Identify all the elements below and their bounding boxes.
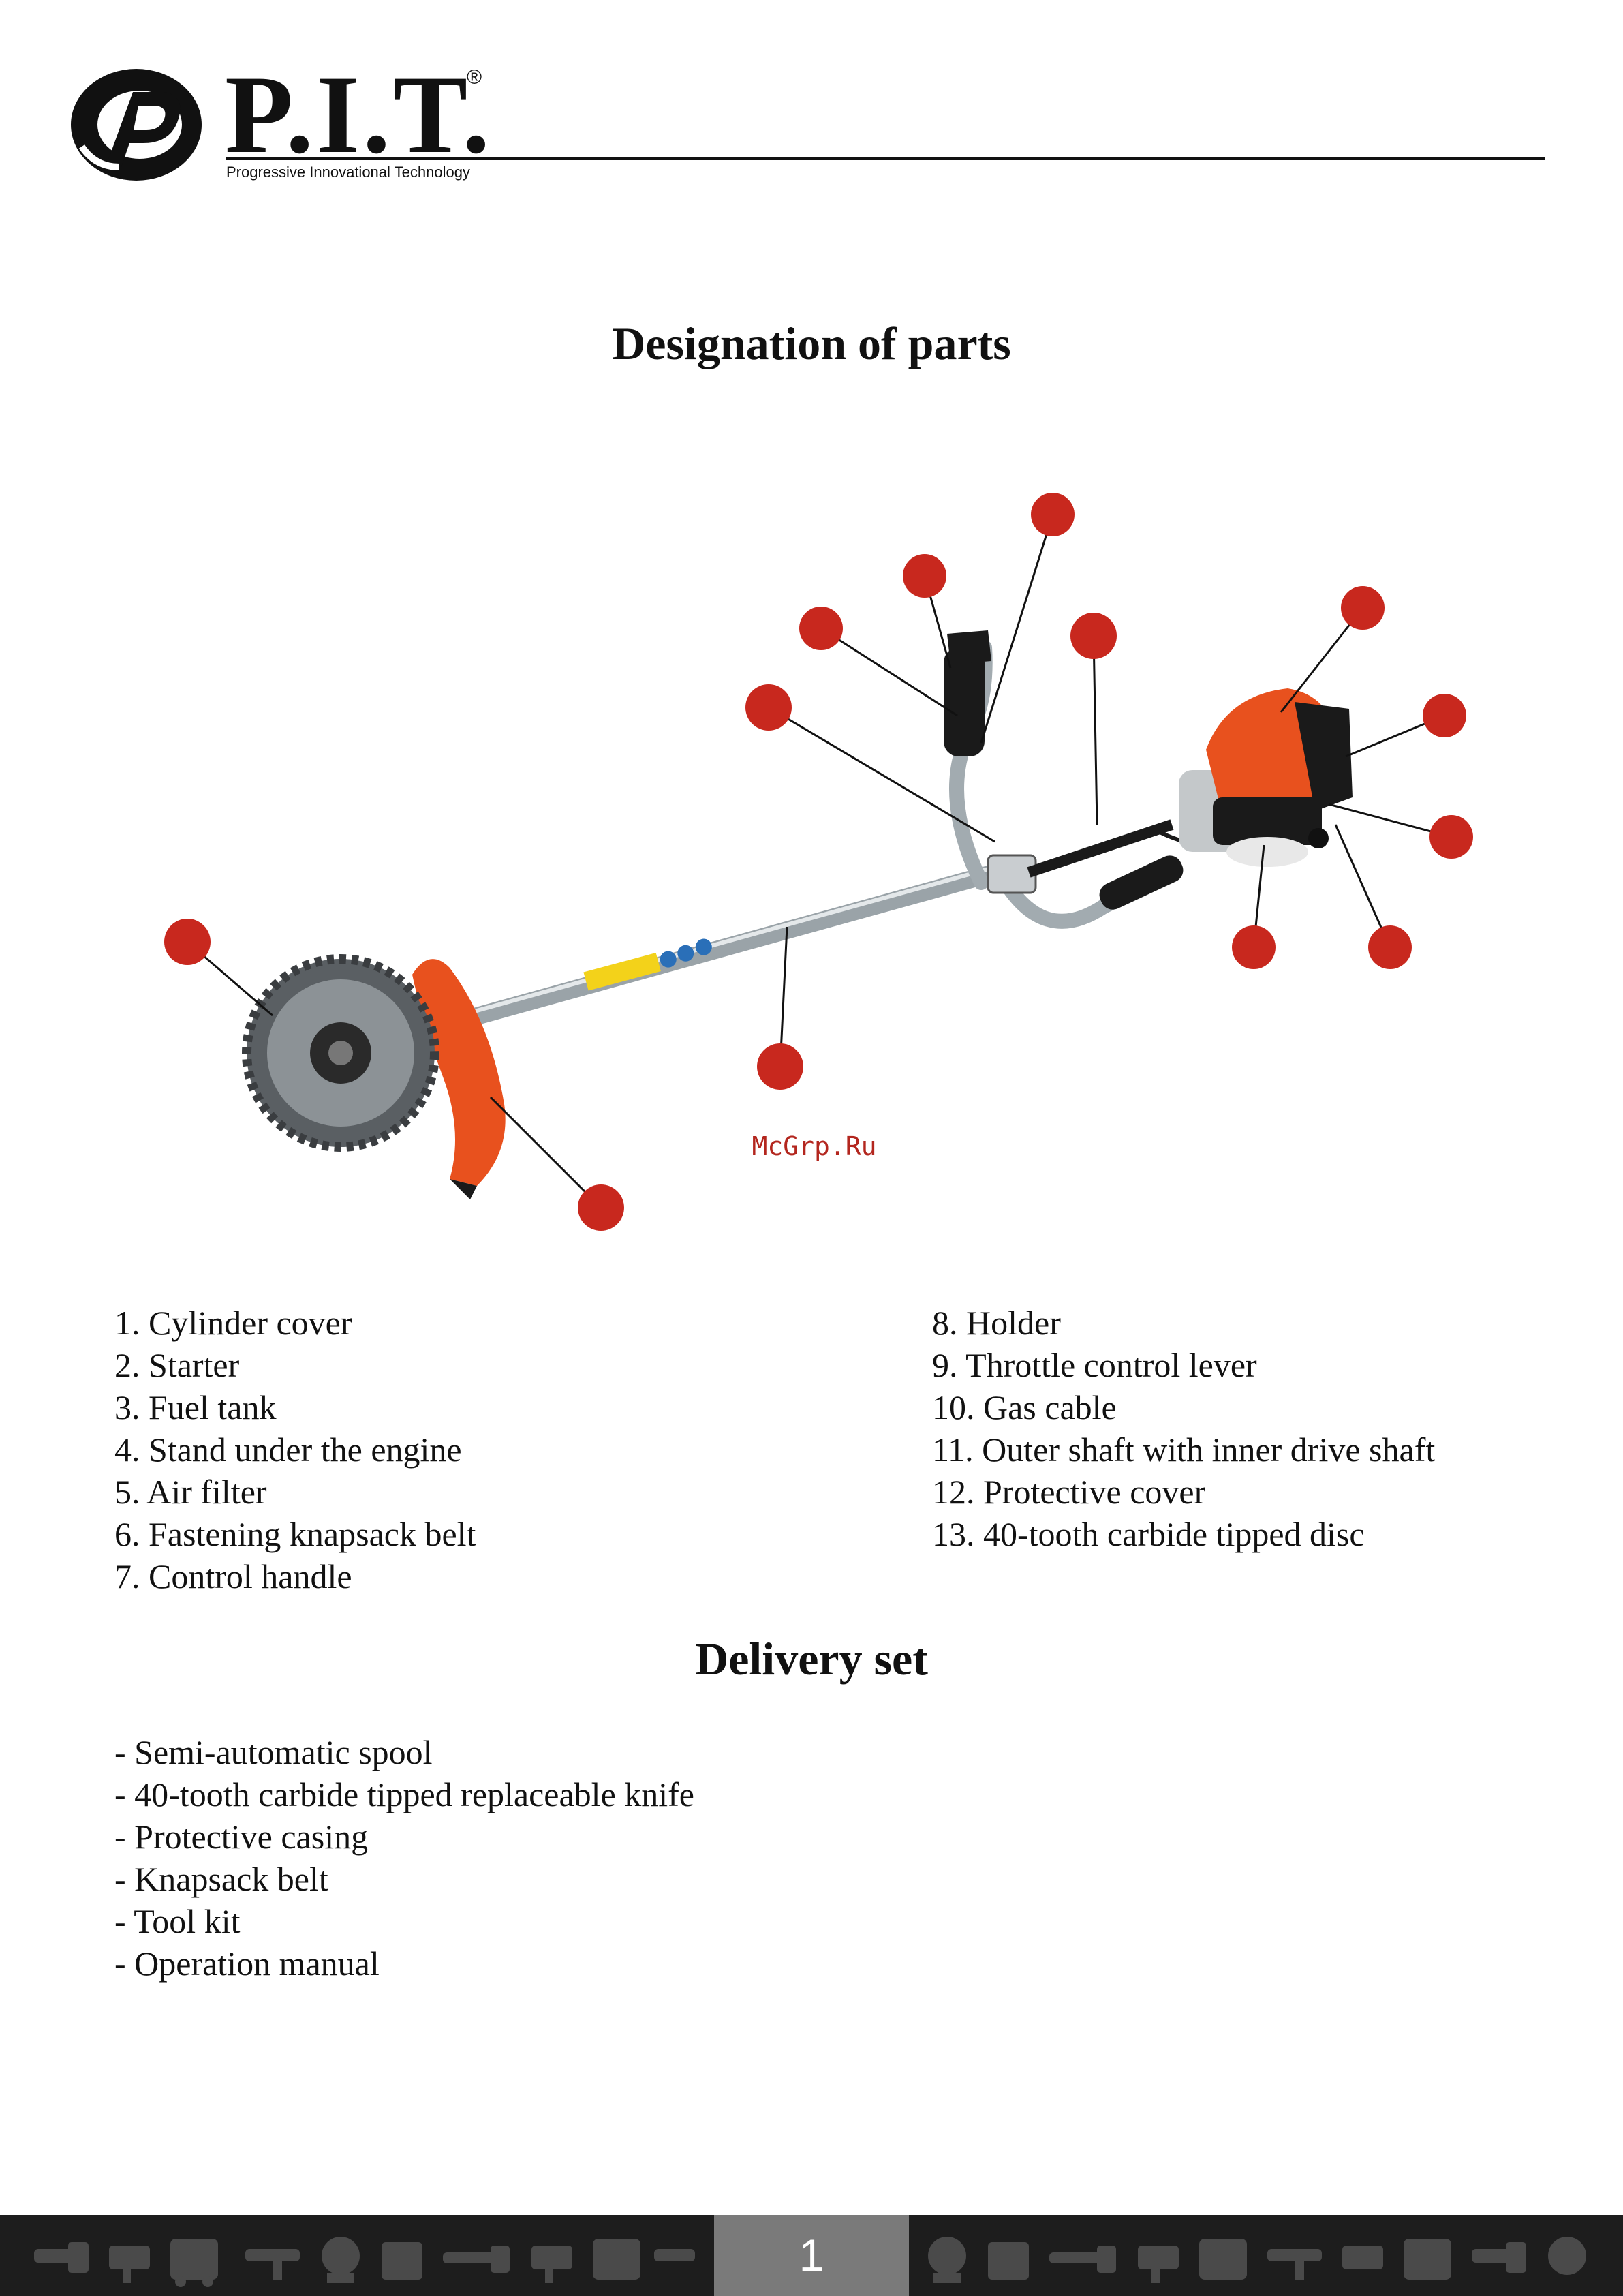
part-item: 4. Stand under the engine: [114, 1430, 462, 1469]
delivery-section-title: Delivery set: [695, 1633, 928, 1685]
delivery-item: - Protective casing: [114, 1818, 369, 1856]
delivery-item: - Operation manual: [114, 1944, 380, 1983]
part-item: 12. Protective cover: [932, 1473, 1206, 1511]
brand-tagline: Progressive Innovational Technology: [226, 164, 470, 181]
left-grip: [1099, 855, 1184, 910]
holder-clamp: [987, 854, 1037, 894]
part-item: 2. Starter: [114, 1346, 240, 1384]
callout-leaders: [187, 514, 1452, 1209]
tool-icons-strip-left: [34, 2237, 695, 2287]
delivery-item: - 40-tooth carbide tipped replaceable kn…: [114, 1775, 695, 1813]
parts-list-left: 1. Cylinder cover 2. Starter 3. Fuel tan…: [114, 1302, 476, 1597]
page-footer: 1: [0, 2215, 1623, 2296]
engine-unit: [1179, 688, 1352, 867]
part-item: 8. Holder: [932, 1304, 1061, 1342]
brush-cutter-diagram: McGrp.Ru: [164, 493, 1473, 1231]
parts-section-title: Designation of parts: [612, 318, 1011, 369]
registered-mark: ®: [467, 66, 482, 89]
gas-cable: [1027, 819, 1174, 878]
delivery-set-list: - Semi-automatic spool - 40-tooth carbid…: [114, 1731, 694, 1985]
delivery-item: - Tool kit: [114, 1902, 241, 1940]
delivery-item: - Semi-automatic spool: [114, 1733, 433, 1771]
part-item: 11. Outer shaft with inner drive shaft: [932, 1430, 1436, 1469]
part-item: 6. Fastening knapsack belt: [114, 1515, 476, 1553]
parts-list-right: 8. Holder 9. Throttle control lever 10. …: [932, 1302, 1435, 1555]
warning-label: [583, 938, 712, 991]
tool-icons-strip-right: [928, 2237, 1586, 2283]
callout-markers: [164, 493, 1473, 1231]
part-item: 1. Cylinder cover: [114, 1304, 352, 1342]
pit-logo-icon: [71, 69, 202, 181]
part-item: 13. 40-tooth carbide tipped disc: [932, 1515, 1365, 1553]
watermark: McGrp.Ru: [752, 1131, 876, 1161]
part-item: 3. Fuel tank: [114, 1388, 277, 1426]
header-divider: [226, 157, 1545, 160]
carbide-disc: [242, 954, 439, 1152]
protective-cover-shape: [412, 959, 506, 1186]
page-header: P.I.T. ® Progressive Innovational Techno…: [68, 59, 1545, 187]
throttle-grip: [944, 647, 985, 756]
part-item: 5. Air filter: [114, 1473, 267, 1511]
brand-name: P.I.T.: [225, 53, 493, 177]
part-item: 10. Gas cable: [932, 1388, 1117, 1426]
part-item: 7. Control handle: [114, 1557, 352, 1595]
page-number: 1: [714, 2215, 909, 2296]
delivery-item: - Knapsack belt: [114, 1860, 328, 1898]
part-item: 9. Throttle control lever: [932, 1346, 1257, 1384]
